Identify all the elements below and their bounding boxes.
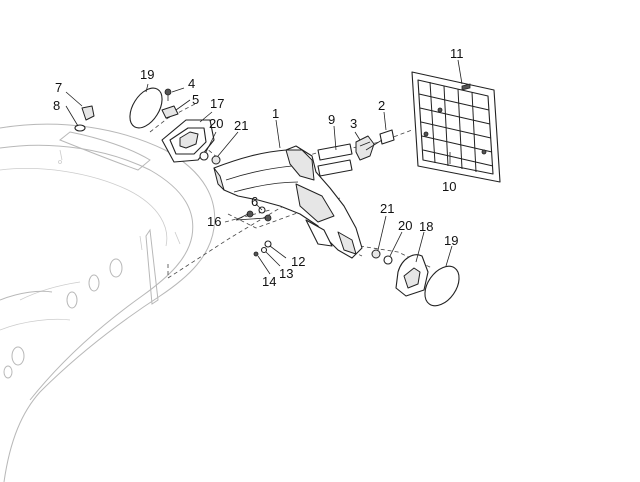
part-9-strip xyxy=(317,143,353,177)
vehicle-rear-body-outline xyxy=(0,123,216,482)
callout-2: 2 xyxy=(378,98,385,113)
part-8-washer xyxy=(74,124,86,132)
callout-5: 5 xyxy=(192,92,199,107)
callout-16: 16 xyxy=(207,214,221,229)
part-21-nut-top xyxy=(211,155,221,165)
part-19-lens-top xyxy=(129,87,163,129)
callout-19-top: 19 xyxy=(140,67,154,82)
part-19-lens-bottom xyxy=(424,265,460,307)
callout-labels: 1 2 3 4 5 6 7 8 9 10 11 12 13 14 16 17 1… xyxy=(53,46,464,289)
callout-10: 10 xyxy=(442,179,456,194)
callout-11: 11 xyxy=(450,46,464,61)
part-5-nut xyxy=(161,105,179,119)
part-7-bolt xyxy=(81,105,95,121)
part-13-washer xyxy=(260,246,268,254)
part-2-screw xyxy=(365,129,395,151)
callout-12: 12 xyxy=(291,254,305,269)
callout-21-bottom: 21 xyxy=(380,201,394,216)
part-3-clip xyxy=(355,135,375,161)
callout-leaders xyxy=(65,59,463,275)
part-18-lamp-body xyxy=(395,254,429,297)
part-14-screw xyxy=(253,251,259,257)
part-4-screw xyxy=(164,88,172,101)
callout-21-top: 21 xyxy=(234,118,248,133)
callout-6: 6 xyxy=(251,194,258,209)
callout-4: 4 xyxy=(188,76,195,91)
part-12-nut xyxy=(264,240,272,248)
license-plate-bracket xyxy=(213,145,363,259)
callout-13: 13 xyxy=(279,266,293,281)
callout-14: 14 xyxy=(262,274,276,289)
part-21-nut-bottom xyxy=(371,249,381,259)
license-plate-holder xyxy=(411,71,501,183)
callout-9: 9 xyxy=(328,112,335,127)
part-20-washer-bottom xyxy=(383,255,393,265)
part-11-screw xyxy=(461,83,471,91)
callout-17: 17 xyxy=(210,96,224,111)
callout-3: 3 xyxy=(350,116,357,131)
callout-19-bottom: 19 xyxy=(444,233,458,248)
callout-18: 18 xyxy=(419,219,433,234)
callout-20-top: 20 xyxy=(209,116,223,131)
part-16-bolts xyxy=(246,210,272,222)
callout-8: 8 xyxy=(53,98,60,113)
part-17-lamp-housing xyxy=(161,119,215,163)
callout-20-bottom: 20 xyxy=(398,218,412,233)
callout-1: 1 xyxy=(272,106,279,121)
part-20-washer-top xyxy=(199,151,209,161)
callout-7: 7 xyxy=(55,80,62,95)
